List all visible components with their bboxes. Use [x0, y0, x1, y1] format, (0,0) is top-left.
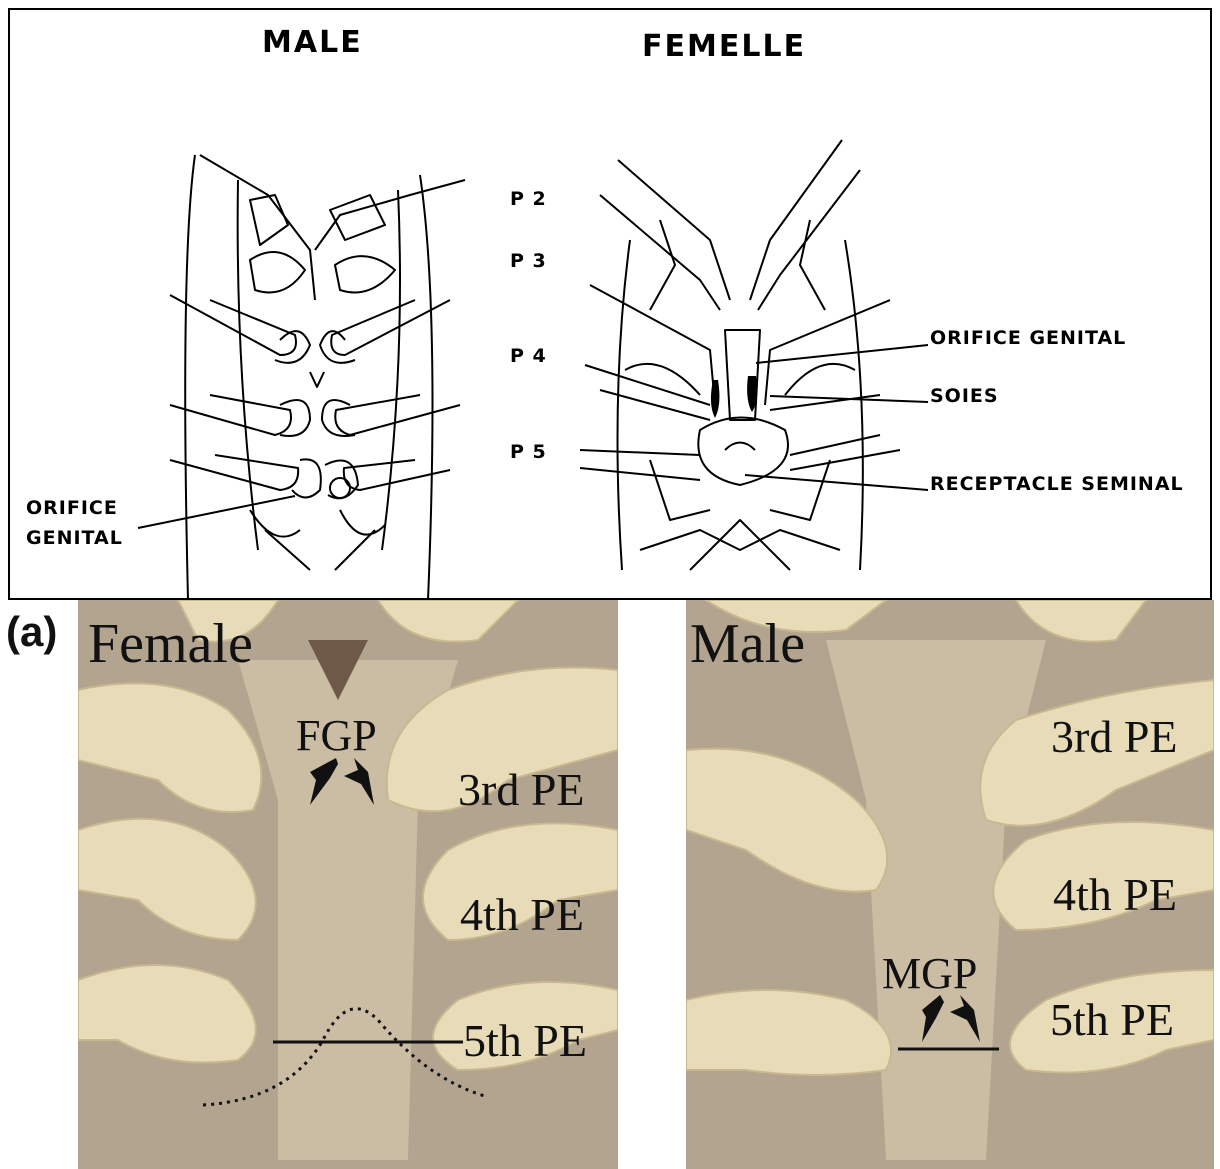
male-heading: MALE: [262, 25, 363, 60]
panel-tag: (a): [6, 608, 57, 656]
male-photo-svg: Male 3rd PE 4th PE MGP 5th PE: [686, 600, 1214, 1169]
female-callout-orifice: ORIFICE GENITAL: [930, 327, 1126, 349]
female-leg-label-3rd: 3rd PE: [458, 764, 585, 815]
female-photo-svg: Female FGP 3rd PE 4th PE 5th PE: [78, 600, 618, 1169]
female-title: Female: [88, 613, 253, 675]
male-callout-line2: GENITAL: [26, 527, 123, 549]
female-leg-label-5th: 5th PE: [463, 1015, 587, 1066]
male-leg-label-5th: 5th PE: [1050, 994, 1174, 1045]
leg-label-p2: P 2: [510, 188, 547, 210]
female-legs-left: [78, 683, 261, 1062]
male-leg-label-3rd: 3rd PE: [1051, 711, 1178, 762]
female-callout-receptacle: RECEPTACLE SEMINAL: [930, 473, 1184, 495]
female-heading: FEMELLE: [642, 29, 806, 64]
female-callout-soies: SOIES: [930, 385, 999, 407]
female-leg-label-4th: 4th PE: [460, 889, 584, 940]
female-callout-line-receptacle: [745, 475, 928, 490]
female-callout-line-orifice: [756, 345, 928, 363]
male-photo: Male 3rd PE 4th PE MGP 5th PE: [686, 600, 1214, 1169]
male-sternum-drawing: [170, 155, 465, 600]
photo-row: (a) Female FGP 3rd PE 4th PE: [0, 600, 1220, 1169]
female-sternum-drawing: [580, 140, 900, 570]
line-drawing-panel: MALE FEMELLE: [8, 8, 1212, 600]
male-callout-line1: ORIFICE: [26, 497, 118, 519]
male-title: Male: [690, 613, 805, 675]
female-photo: Female FGP 3rd PE 4th PE 5th PE: [78, 600, 618, 1169]
leg-label-p4: P 4: [510, 345, 547, 367]
male-callout-line: [138, 496, 295, 528]
male-pore-label: MGP: [882, 949, 977, 998]
line-drawing-svg: MALE FEMELLE: [10, 10, 1214, 602]
female-seta-left: [711, 380, 720, 418]
female-pore-label: FGP: [296, 711, 377, 760]
leg-label-p3: P 3: [510, 250, 547, 272]
leg-label-p5: P 5: [510, 441, 547, 463]
male-leg-label-4th: 4th PE: [1053, 869, 1177, 920]
female-callout-line-soies: [770, 396, 928, 402]
